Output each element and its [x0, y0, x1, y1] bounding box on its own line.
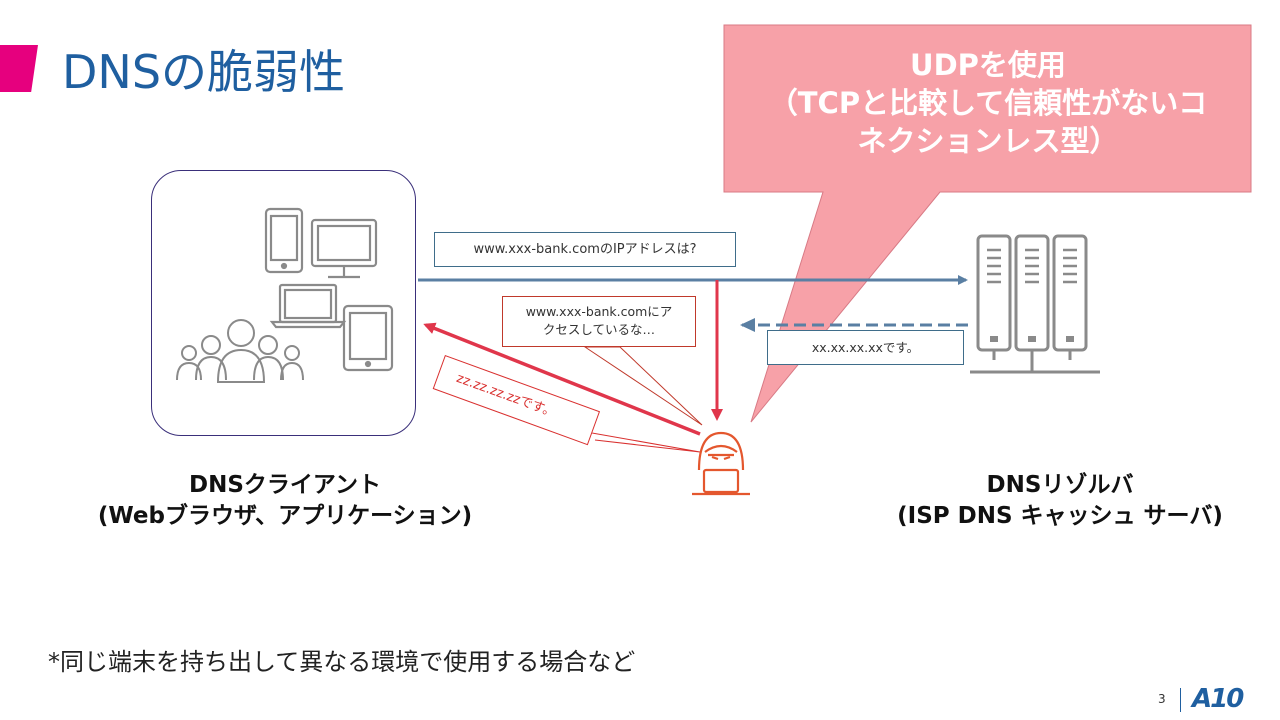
- server-rack-icon: [970, 234, 1100, 374]
- udp-callout-shape: [723, 24, 1252, 423]
- reply-arrowhead: [740, 318, 755, 332]
- thought-line-1: www.xxx-bank.comにア: [525, 304, 673, 319]
- client-label-line-1: DNSクライアント: [189, 472, 381, 498]
- footnote: *同じ端末を持ち出して異なる環境で使用する場合など: [48, 648, 636, 676]
- hacker-icon: [692, 431, 750, 496]
- attacker-thought-bubble: www.xxx-bank.comにア クセスしているな…: [502, 296, 696, 347]
- smartphone-icon: [264, 207, 304, 274]
- title-accent-bar: [0, 45, 38, 92]
- footer-divider: [1180, 688, 1181, 712]
- server-slots: [987, 248, 1077, 284]
- thought-pointer: [583, 346, 703, 426]
- callout-line-1: UDPを使用: [910, 48, 1066, 82]
- callout-line-2: （TCPと比較して信頼性がないコ: [768, 86, 1208, 120]
- udp-callout-text: UDPを使用 （TCPと比較して信頼性がないコ ネクションレス型）: [724, 46, 1252, 160]
- dns-query-message: www.xxx-bank.comのIPアドレスは?: [434, 232, 736, 267]
- page-title: DNSの脆弱性: [62, 45, 346, 99]
- resolver-label-line-1: DNSリゾルバ: [986, 472, 1134, 498]
- dns-resolver-label: DNSリゾルバ (ISP DNS キャッシュ サーバ): [860, 470, 1260, 532]
- client-label-line-2: (Webブラウザ、アプリケーション): [97, 503, 473, 529]
- laptop-icon: [269, 283, 347, 329]
- fake-reply-pointer: [574, 429, 701, 453]
- resolver-label-line-2: (ISP DNS キャッシュ サーバ): [897, 503, 1223, 529]
- desktop-monitor-icon: [310, 218, 378, 279]
- users-group-icon: [176, 319, 304, 383]
- server-leds: [990, 336, 1074, 342]
- spoofed-reply-arrow: [423, 322, 701, 436]
- callout-line-3: ネクションレス型）: [857, 124, 1119, 158]
- dns-client-label: DNSクライアント (Webブラウザ、アプリケーション): [70, 470, 500, 532]
- thought-line-2: クセスしているな…: [542, 322, 656, 337]
- dns-reply-message: xx.xx.xx.xxです。: [767, 330, 964, 365]
- dns-client-box: [151, 170, 416, 436]
- brand-logo: A10: [1192, 684, 1244, 714]
- tablet-icon: [342, 304, 394, 372]
- page-number: 3: [1158, 692, 1166, 706]
